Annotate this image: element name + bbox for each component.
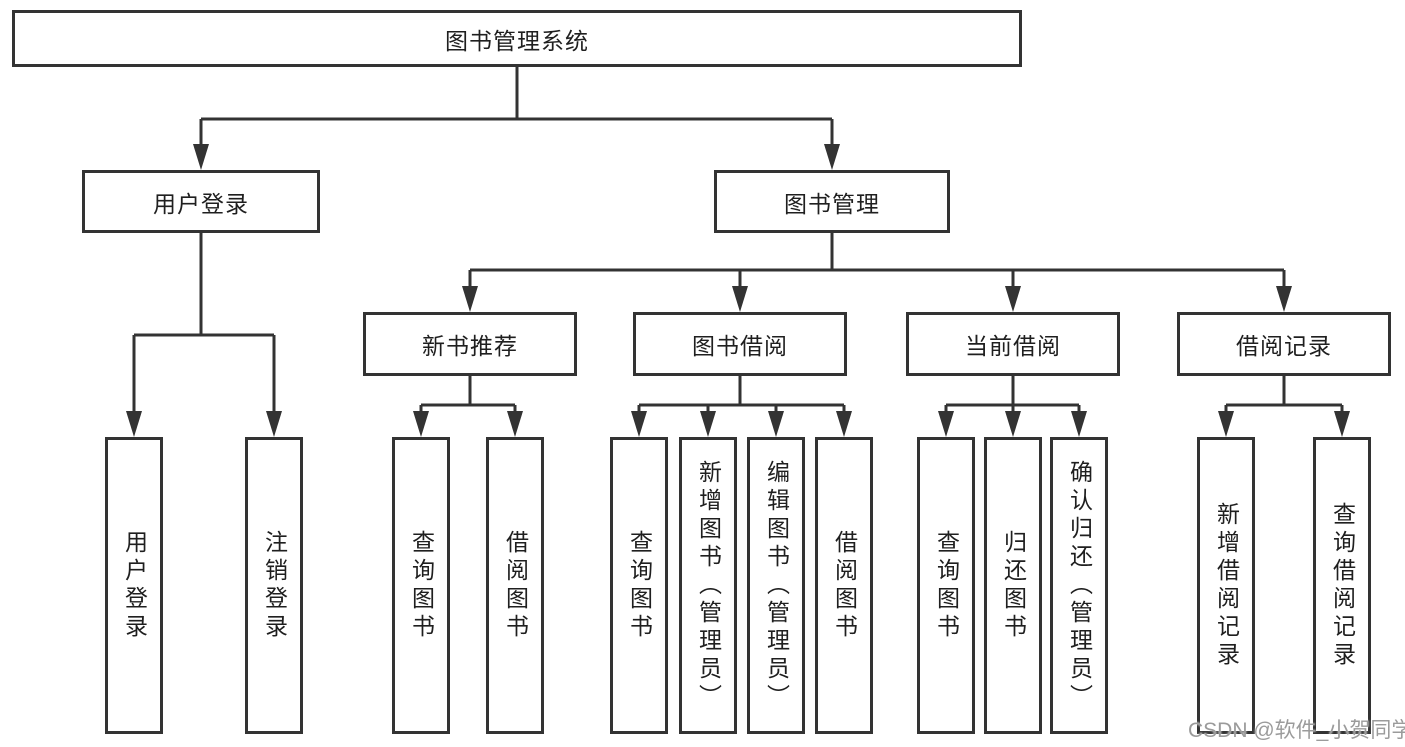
leaf-label: 查询图书 <box>408 529 435 642</box>
leaf-borrow-books-recommendation: 借阅图书 <box>486 437 544 734</box>
leaf-label: 查询图书 <box>933 529 960 642</box>
leaf-query-borrow-record: 查询借阅记录 <box>1313 437 1371 734</box>
leaf-label: 用户登录 <box>121 529 148 642</box>
node-label: 图书管理系统 <box>445 27 589 54</box>
node-book-borrowing: 图书借阅 <box>633 312 847 376</box>
node-label: 借阅记录 <box>1236 333 1332 359</box>
watermark: CSDN @软件_小贺同学 <box>1188 719 1405 742</box>
node-borrowing-records: 借阅记录 <box>1177 312 1391 376</box>
leaf-label: 新增图书（管理员） <box>695 459 722 712</box>
node-user-login: 用户登录 <box>82 170 320 233</box>
leaf-return-books: 归还图书 <box>984 437 1042 734</box>
leaf-label: 归还图书 <box>1000 529 1027 642</box>
leaf-label: 确认归还（管理员） <box>1066 459 1093 712</box>
node-new-book-recommendation: 新书推荐 <box>363 312 577 376</box>
leaf-logout: 注销登录 <box>245 437 303 734</box>
leaf-label: 借阅图书 <box>502 529 529 642</box>
leaf-query-books-borrowing: 查询图书 <box>610 437 668 734</box>
leaf-add-borrow-record: 新增借阅记录 <box>1197 437 1255 734</box>
leaf-label: 新增借阅记录 <box>1213 501 1240 670</box>
leaf-edit-books-admin: 编辑图书（管理员） <box>747 437 805 734</box>
leaf-query-books-current: 查询图书 <box>917 437 975 734</box>
leaf-label: 查询图书 <box>626 529 653 642</box>
leaf-label: 查询借阅记录 <box>1329 501 1356 670</box>
leaf-user-login: 用户登录 <box>105 437 163 734</box>
leaf-confirm-return-admin: 确认归还（管理员） <box>1050 437 1108 734</box>
node-label: 图书借阅 <box>692 333 788 359</box>
node-label: 当前借阅 <box>965 333 1061 359</box>
node-label: 图书管理 <box>784 190 880 217</box>
leaf-label: 借阅图书 <box>831 529 858 642</box>
leaf-add-books-admin: 新增图书（管理员） <box>679 437 737 734</box>
leaf-borrow-books: 借阅图书 <box>815 437 873 734</box>
node-library-management-system: 图书管理系统 <box>12 10 1022 67</box>
arrowheads <box>126 144 1350 437</box>
node-label: 新书推荐 <box>422 333 518 359</box>
node-book-management: 图书管理 <box>714 170 950 233</box>
leaf-query-books-recommendation: 查询图书 <box>392 437 450 734</box>
leaf-label: 编辑图书（管理员） <box>763 459 790 712</box>
node-current-borrowing: 当前借阅 <box>906 312 1120 376</box>
leaf-label: 注销登录 <box>261 529 288 642</box>
node-label: 用户登录 <box>153 190 249 217</box>
